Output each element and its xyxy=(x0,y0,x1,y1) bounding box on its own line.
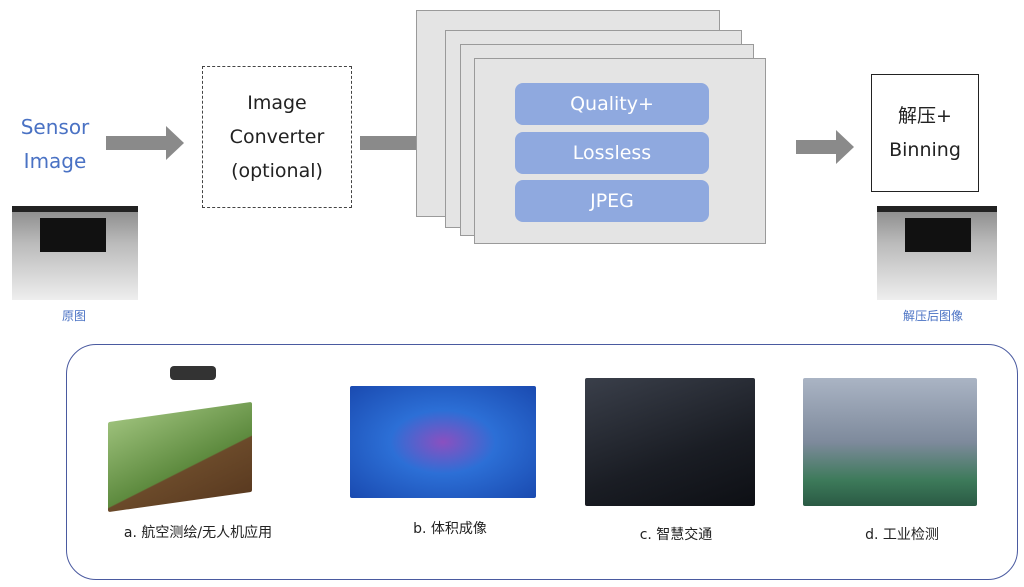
drone-icon xyxy=(170,366,216,380)
decompressed-caption: 解压后图像 xyxy=(903,309,964,323)
volumetric-imaging-image xyxy=(350,386,536,498)
mode-quality-plus[interactable]: Quality+ xyxy=(515,83,709,125)
app-label-volumetric: b. 体积成像 xyxy=(413,521,487,537)
converter-line3: (optional) xyxy=(231,160,323,182)
image-converter-box: Image Converter (optional) xyxy=(202,66,352,208)
arrow-icon xyxy=(106,126,184,160)
original-caption: 原图 xyxy=(62,309,87,323)
arrow-icon xyxy=(796,130,854,164)
converter-line1: Image xyxy=(247,92,307,114)
applications-panel xyxy=(66,344,1018,580)
decompress-binning-box: 解压+ Binning xyxy=(871,74,979,192)
mode-lossless[interactable]: Lossless xyxy=(515,132,709,174)
decompressed-image xyxy=(877,206,997,300)
industrial-inspection-image xyxy=(803,378,977,506)
mode-jpeg[interactable]: JPEG xyxy=(515,180,709,222)
sensor-label-line2: Image xyxy=(23,149,87,173)
converter-line2: Converter xyxy=(229,126,325,148)
output-line2: Binning xyxy=(889,139,961,161)
app-label-industrial: d. 工业检测 xyxy=(865,527,939,543)
app-label-drone: a. 航空测绘/无人机应用 xyxy=(123,525,273,541)
app-label-traffic: c. 智慧交通 xyxy=(639,527,713,543)
smart-traffic-image xyxy=(585,378,755,506)
sensor-label-line1: Sensor xyxy=(20,115,90,139)
arrow-icon xyxy=(360,126,436,160)
sensor-image xyxy=(12,206,138,300)
output-line1: 解压+ xyxy=(898,105,952,127)
mode-card-front: Quality+ Lossless JPEG xyxy=(474,58,766,244)
sensor-image-label: Sensor Image xyxy=(20,110,90,178)
